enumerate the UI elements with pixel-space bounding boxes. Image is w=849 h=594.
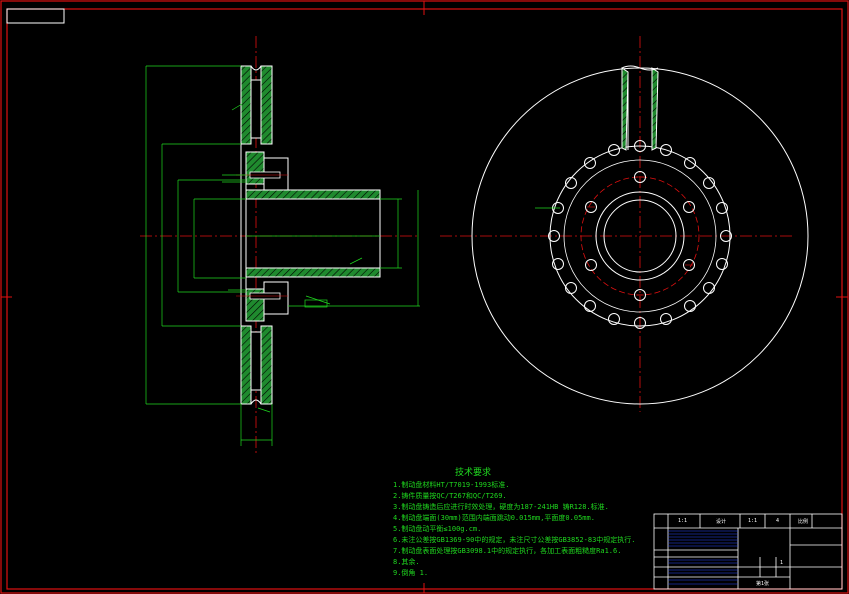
requirement-line: 8.其余.	[393, 558, 420, 566]
front-view	[440, 36, 809, 412]
title-block-cell: 比例	[798, 519, 809, 525]
title-block-cell: 1:1	[748, 518, 758, 524]
title-block-qty: 1	[780, 560, 784, 566]
disc-ring-lower	[240, 325, 273, 405]
title-block-cell: 4	[776, 518, 780, 524]
surface-finish-tag	[304, 299, 328, 308]
title-block-sheet: 第1张	[756, 581, 770, 587]
hub-ring	[595, 191, 685, 281]
title-block-cell: 1:1	[678, 518, 688, 524]
drawing-number-box	[6, 8, 65, 24]
broken-section	[621, 65, 659, 151]
requirement-line: 7.制动盘表面处理按GB3098.1中的规定执行，各加工表面粗糙度Ra1.6.	[393, 547, 622, 555]
requirement-line: 9.倒角 1.	[393, 569, 429, 577]
section-dimensions	[145, 65, 420, 446]
requirement-line: 2.铸件质量按QC/T267和QC/T269.	[393, 492, 507, 500]
technical-requirements-title: 技术要求	[455, 468, 492, 478]
outer-bolt-holes	[548, 140, 732, 329]
requirement-line: 5.制动盘动平衡≤100g.cm.	[393, 525, 482, 533]
requirement-line: 3.制动盘铸造后应进行时效处理，硬度为187-241HB 铸R128.标准.	[393, 503, 609, 511]
title-block	[653, 513, 843, 590]
hub-bore	[603, 199, 677, 273]
requirement-line: 4.制动盘端面(30mm)范围内端面跳动0.015mm,平面度0.05mm.	[393, 514, 595, 522]
section-view	[140, 36, 420, 455]
requirement-line: 1.制动盘材料HT/T7019-1993标准.	[393, 481, 510, 489]
title-block-cell: 设计	[716, 519, 727, 525]
disc-ring-upper	[240, 65, 273, 145]
section-centerlines	[140, 36, 420, 455]
front-centerlines	[440, 36, 792, 412]
bolt-circle-outer	[563, 159, 717, 313]
hub-outer-circle	[549, 145, 731, 327]
hole-center-marks	[587, 176, 693, 296]
hub-sleeve	[245, 189, 381, 278]
inner-bolt-holes	[585, 171, 695, 301]
requirement-line: 6.未注公差按GB1369-90中的规定，未注尺寸公差按GB3852-83中规定…	[393, 536, 636, 544]
